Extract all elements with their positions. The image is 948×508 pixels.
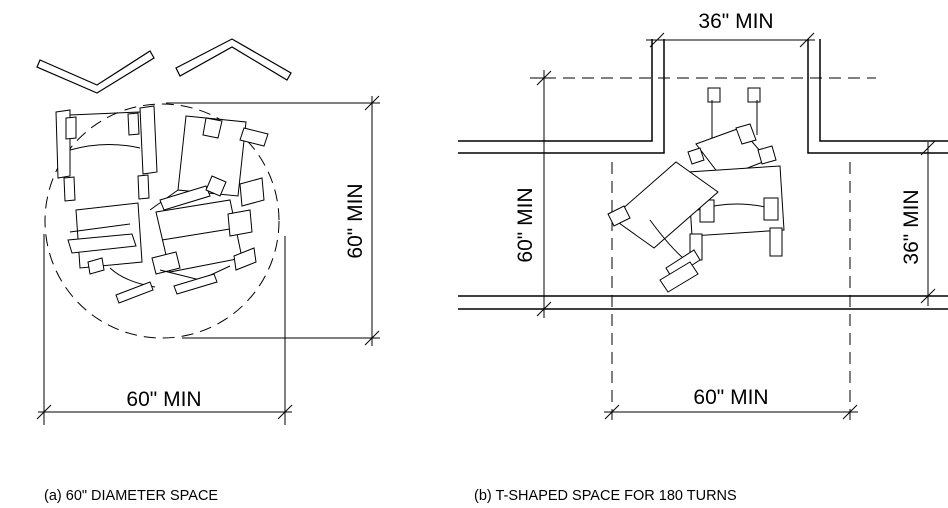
wheelchair-position-4 — [151, 199, 257, 295]
diagram-b-t-shaped-space: 36" MIN 60" MIN 36" MIN 60" MIN (b) T-SH… — [458, 10, 948, 504]
diagram-a-diameter-space: 60" MIN 60" MIN (a) 60" DIAMETER SPACE — [36, 38, 380, 504]
dimension-left-b — [530, 70, 556, 318]
dimension-height-a — [166, 95, 380, 346]
dimension-label-width: 60" MIN — [126, 388, 201, 411]
wheelchair-b-upper — [687, 87, 777, 179]
dimension-width-a — [36, 234, 293, 425]
wheelchair-b-middle — [687, 165, 785, 261]
dimension-bottom-b — [604, 404, 858, 420]
t-shape-dashed-boundaries — [544, 77, 876, 420]
caption-b: (b) T-SHAPED SPACE FOR 180 TURNS — [474, 488, 737, 504]
wheelchair-position-1 — [55, 105, 158, 202]
dimension-label-right: 36" MIN — [900, 189, 923, 264]
dimension-right-b — [920, 140, 936, 306]
dimension-label-height: 60" MIN — [344, 183, 367, 258]
caption-a: (a) 60" DIAMETER SPACE — [44, 488, 218, 504]
dimension-label-top: 36" MIN — [698, 10, 773, 33]
dimension-label-bottom: 60" MIN — [693, 386, 768, 409]
dimension-top-b — [646, 32, 815, 48]
dimension-label-left: 60" MIN — [514, 187, 537, 262]
wheelchair-position-2 — [67, 202, 156, 304]
wheelchair-b-lower — [607, 161, 719, 293]
turn-direction-chevrons — [36, 38, 292, 94]
t-shape-walls — [458, 39, 948, 310]
wheelchair-position-3 — [149, 115, 269, 211]
turning-circle — [44, 103, 280, 339]
